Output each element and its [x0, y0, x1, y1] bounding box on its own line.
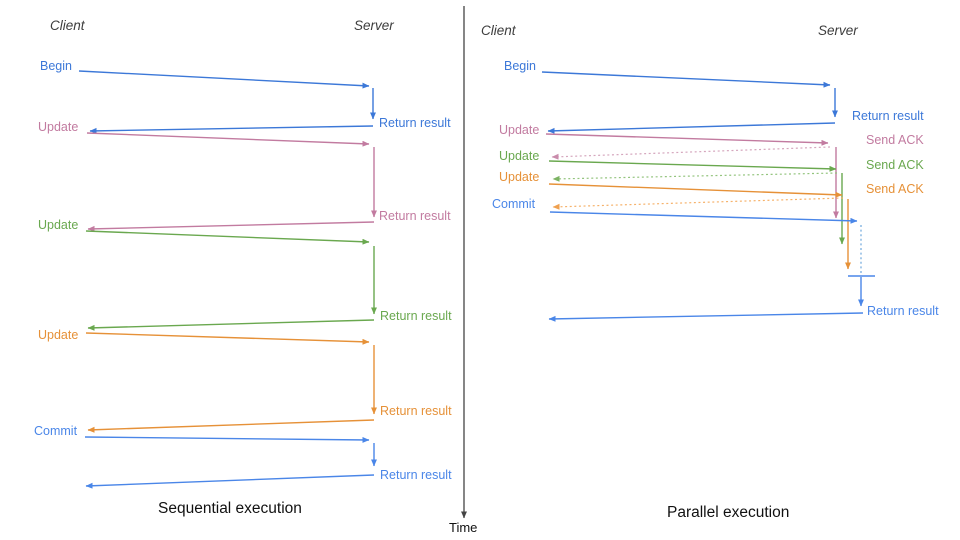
seq-return2-label: Return result [379, 209, 451, 223]
par-update2-label: Update [499, 149, 540, 163]
seq-update1-label: Update [38, 120, 79, 134]
seq-begin-flow [78, 70, 376, 134]
seq-begin-label: Begin [40, 59, 72, 73]
par-commit-flow [548, 211, 875, 322]
par-begin-flow [541, 71, 838, 134]
par-return2-label: Return result [867, 304, 939, 318]
par-client-header: Client [481, 23, 516, 38]
seq-commit-flow [84, 436, 377, 489]
par-update1-flow [545, 133, 839, 219]
par-return1-label: Return result [852, 109, 924, 123]
par-update3-flow [548, 183, 851, 270]
seq-update1-flow [86, 132, 377, 232]
seq-update3-label: Update [38, 328, 79, 342]
par-server-header: Server [818, 23, 858, 38]
par-commit-label: Commit [492, 197, 536, 211]
par-ack1-label: Send ACK [866, 133, 924, 147]
seq-update2-label: Update [38, 218, 79, 232]
seq-return5-label: Return result [380, 468, 452, 482]
par-ack3-label: Send ACK [866, 182, 924, 196]
par-begin-label: Begin [504, 59, 536, 73]
seq-server-header: Server [354, 18, 394, 33]
time-axis-label: Time [449, 520, 478, 535]
seq-client-header: Client [50, 18, 85, 33]
seq-commit-label: Commit [34, 424, 78, 438]
seq-return1-label: Return result [379, 116, 451, 130]
seq-update2-flow [85, 230, 377, 331]
seq-return4-label: Return result [380, 404, 452, 418]
par-title: Parallel execution [667, 504, 790, 521]
par-ack2-label: Send ACK [866, 158, 924, 172]
par-update3-label: Update [499, 170, 540, 184]
seq-return3-label: Return result [380, 309, 452, 323]
seq-update3-flow [85, 332, 377, 433]
seq-title: Sequential execution [158, 500, 302, 517]
par-update2-flow [548, 160, 845, 245]
par-update1-label: Update [499, 123, 540, 137]
